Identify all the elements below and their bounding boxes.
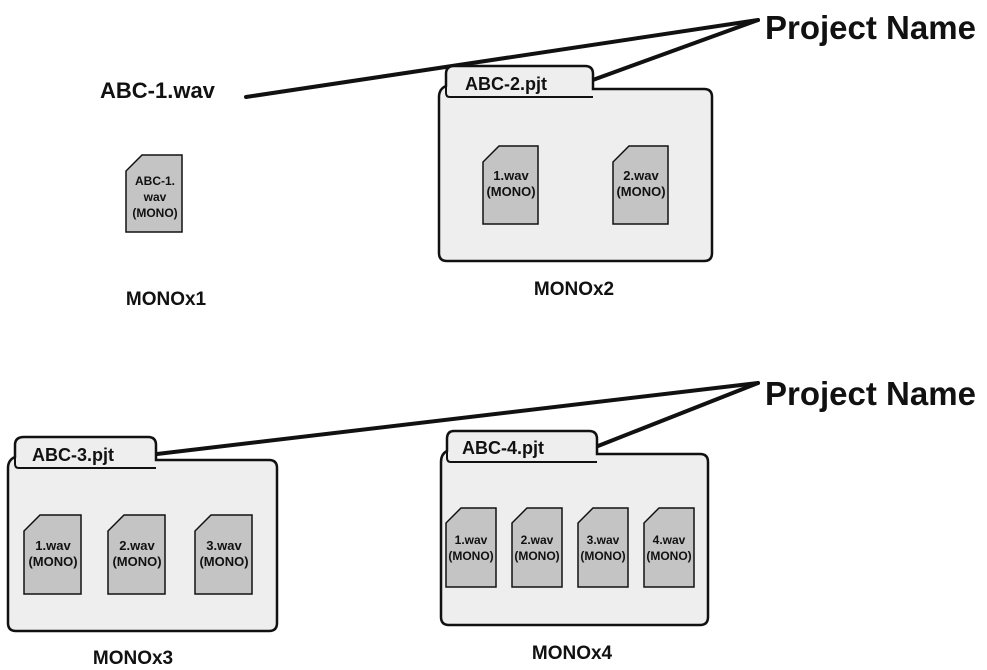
leader-line-abc3-to-project-name (155, 381, 760, 456)
file-icon-line-1: 2.wav (119, 538, 155, 553)
file-icon: 3.wav (MONO) (194, 514, 253, 595)
file-icon-line-2: (MONO) (580, 549, 625, 563)
file-icon-line-1: 2.wav (521, 533, 554, 547)
file-icon-line-1: 4.wav (653, 533, 686, 547)
leader-line-abc2-to-project-name (588, 18, 760, 83)
file-icon-line-2: (MONO) (616, 184, 665, 199)
folder-tab-label: ABC-3.pjt (32, 445, 114, 465)
file-icon: 1.wav (MONO) (23, 514, 82, 595)
folder-tab-divider (445, 86, 593, 98)
folder-icon (437, 64, 714, 263)
group-mono-x4: ABC-4.pjt 1.wav (MONO) 2.wav (MONO) 3.wa… (439, 429, 710, 664)
file-icon-line-3: (MONO) (132, 206, 177, 220)
file-icon-line-2: (MONO) (646, 549, 691, 563)
folder-tab-label: ABC-4.pjt (462, 438, 544, 458)
file-icon: 2.wav (MONO) (107, 514, 166, 595)
file-icon-line-1: 3.wav (206, 538, 242, 553)
file-icon: 2.wav (MONO) (511, 507, 563, 588)
leader-line-abc4-to-project-name (596, 381, 760, 448)
group-mono-x3: ABC-3.pjt 1.wav (MONO) 2.wav (MONO) 3.wa… (6, 435, 279, 669)
group-mono-x1: ABC-1. wav (MONO) MONOx1 (125, 154, 207, 310)
file-icon: 1.wav (MONO) (482, 145, 539, 225)
file-icon-line-1: 1.wav (493, 168, 529, 183)
folder-tab-divider (446, 451, 597, 463)
group-caption: MONOx2 (534, 279, 614, 300)
leader-lines (155, 18, 760, 456)
file-icon-line-1: 1.wav (455, 533, 488, 547)
file-icon-line-2: (MONO) (199, 554, 248, 569)
file-icon-line-1: 2.wav (623, 168, 659, 183)
file-icon-line-2: (MONO) (112, 554, 161, 569)
file-icon-line-1: 3.wav (587, 533, 620, 547)
group-caption: MONOx4 (532, 643, 613, 664)
project-name-label-top: Project Name (765, 9, 976, 46)
file-icon-line-2: wav (143, 190, 167, 204)
folder-tab-label: ABC-2.pjt (465, 74, 547, 94)
file-icon-line-2: (MONO) (514, 549, 559, 563)
file-icon-line-2: (MONO) (28, 554, 77, 569)
file-icon-line-2: (MONO) (486, 184, 535, 199)
wav-filename-label: ABC-1.wav (100, 78, 216, 103)
folder-tab-divider (14, 457, 156, 469)
leader-line-wav-to-project-name (244, 18, 760, 99)
file-icon-line-1: ABC-1. (135, 174, 175, 188)
file-icon: 1.wav (MONO) (445, 507, 497, 588)
file-icon: 4.wav (MONO) (643, 507, 695, 588)
project-name-label-bottom: Project Name (765, 375, 976, 412)
group-mono-x2: ABC-2.pjt 1.wav (MONO) 2.wav (MONO) MONO… (437, 64, 714, 300)
file-icon: 2.wav (MONO) (612, 145, 669, 225)
group-caption: MONOx1 (126, 289, 207, 310)
file-icon-line-2: (MONO) (448, 549, 493, 563)
file-icon-line-1: 1.wav (35, 538, 71, 553)
group-caption: MONOx3 (93, 648, 173, 669)
file-icon: 3.wav (MONO) (577, 507, 629, 588)
file-icon: ABC-1. wav (MONO) (125, 154, 183, 233)
